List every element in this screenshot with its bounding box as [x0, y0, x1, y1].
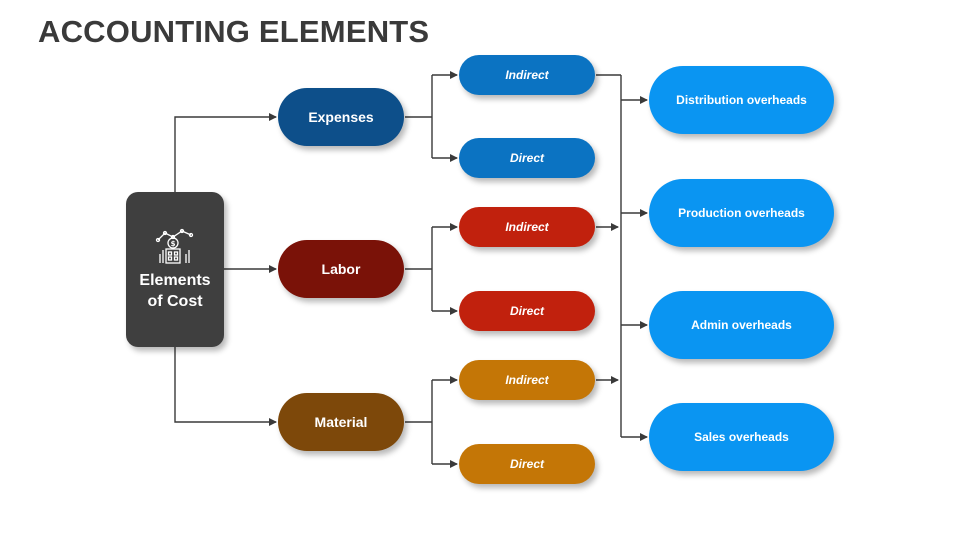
labor-indirect: Indirect: [459, 207, 595, 247]
expenses-indirect: Indirect: [459, 55, 595, 95]
material-indirect: Indirect: [459, 360, 595, 400]
overhead-sales: Sales overheads: [649, 403, 834, 471]
overhead-admin: Admin overheads: [649, 291, 834, 359]
connector-indirect-bus: [596, 74, 622, 437]
connector-root-expenses: [174, 113, 277, 192]
labor-direct: Direct: [459, 291, 595, 331]
connector-root-material: [174, 347, 277, 426]
page-title: ACCOUNTING ELEMENTS: [38, 14, 430, 49]
connector-material-subs: [405, 380, 433, 464]
overhead-production: Production overheads: [649, 179, 834, 247]
connector-expenses-subs: [405, 75, 433, 158]
category-expenses: Expenses: [278, 88, 404, 146]
expenses-direct: Direct: [459, 138, 595, 178]
overhead-distribution: Distribution overheads: [649, 66, 834, 134]
category-material: Material: [278, 393, 404, 451]
category-labor: Labor: [278, 240, 404, 298]
root-node: $ Elements of Cost: [126, 192, 224, 347]
svg-text:$: $: [171, 240, 176, 248]
cost-analysis-icon: $: [155, 228, 194, 264]
root-label: Elements of Cost: [139, 271, 211, 310]
connector-labor-subs: [405, 227, 433, 311]
material-direct: Direct: [459, 444, 595, 484]
